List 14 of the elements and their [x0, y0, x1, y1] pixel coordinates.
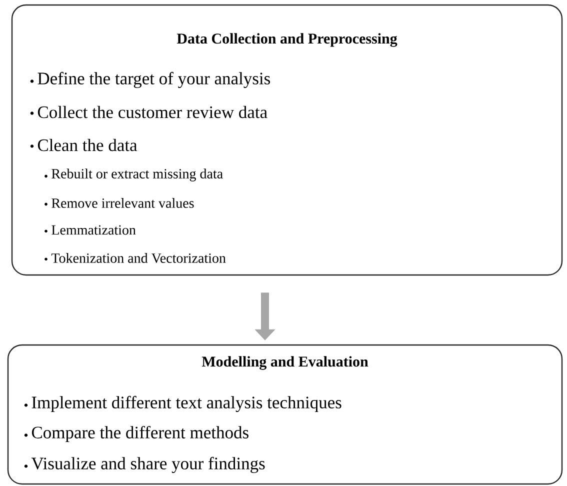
bullet-item: Compare the different methods [24, 426, 248, 442]
bullet-item: Lemmatization [44, 225, 136, 235]
bullet-item: Collect the customer review data [30, 106, 268, 118]
bullet-item: Clean the data [30, 138, 138, 152]
box-heading: Modelling and Evaluation [202, 356, 368, 370]
bullet-item: Implement different text analysis techniques [24, 396, 342, 412]
bullet-item: Rebuilt or extract missing data [44, 168, 223, 182]
bullet-item: Define the target of your analysis [30, 72, 270, 88]
process-box [11, 4, 563, 276]
process-box [7, 344, 563, 485]
bullet-item: Remove irrelevant values [44, 198, 194, 208]
box-heading: Data Collection and Preprocessing [176, 33, 398, 47]
bullet-item: Visualize and share your findings [24, 456, 265, 474]
bullet-item: Tokenization and Vectorization [44, 253, 226, 263]
